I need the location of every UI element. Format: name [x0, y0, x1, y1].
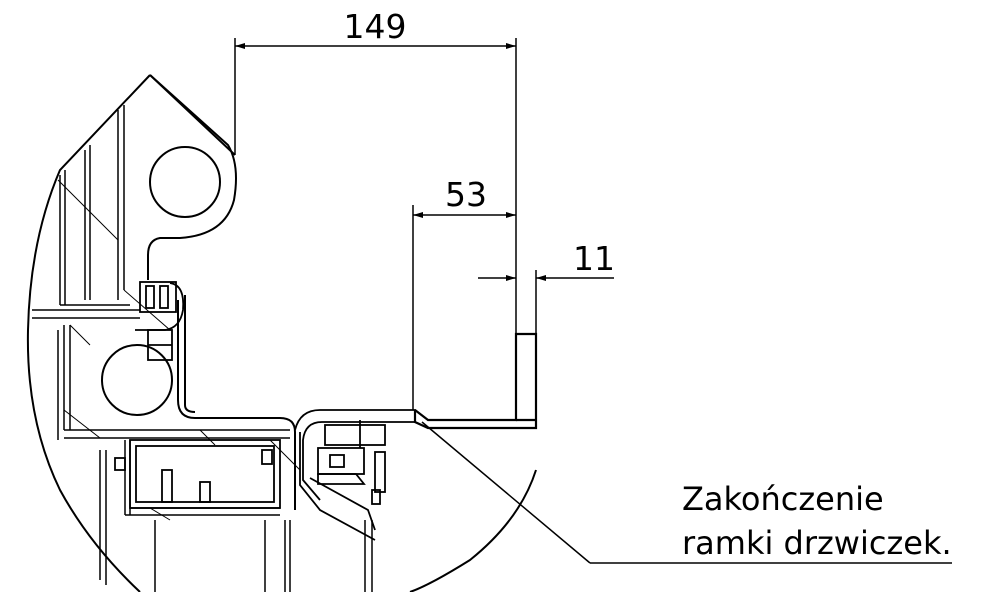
callout-label-line2: ramki drzwiczek.	[682, 524, 952, 562]
callout-label-line1: Zakończenie	[682, 480, 884, 518]
detail-boundary	[26, 74, 537, 592]
base-plate	[413, 332, 538, 430]
door-frame-profile	[294, 409, 416, 541]
hinge-hole-upper	[149, 146, 221, 218]
dimension-149: 149	[344, 7, 407, 46]
section-hatching	[57, 179, 301, 521]
dimension-11: 11	[573, 239, 615, 278]
hinge-hole-lower	[101, 344, 173, 416]
bolt-assembly	[135, 281, 185, 361]
callout-leader	[421, 421, 952, 564]
hinge-bracket	[101, 74, 296, 510]
lower-channel	[114, 439, 281, 509]
dimension-lines	[234, 38, 614, 410]
dimension-53: 53	[445, 175, 487, 214]
frame-profile-left	[32, 105, 373, 592]
